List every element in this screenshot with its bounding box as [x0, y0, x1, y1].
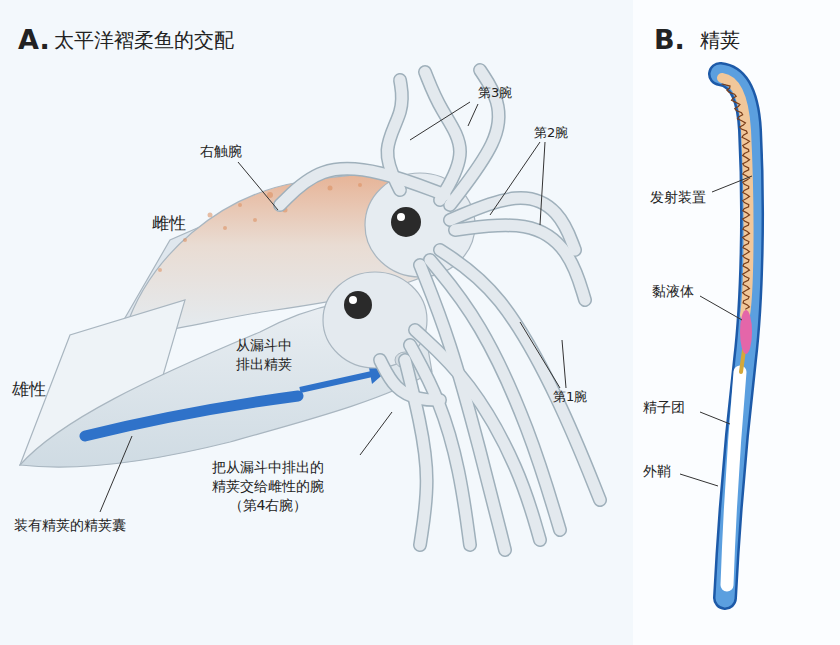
arm	[280, 169, 445, 205]
flow-arrow	[300, 374, 372, 390]
part-label: 装有精荚的精荚囊	[14, 516, 126, 535]
male-eye	[344, 291, 372, 319]
arms	[280, 70, 600, 550]
arm	[405, 360, 427, 545]
female-eye	[391, 207, 421, 237]
arm-outline	[280, 169, 445, 205]
arm	[380, 360, 440, 400]
part-label: 发射装置	[650, 188, 706, 207]
part-label: 从漏斗中 排出精荚	[236, 336, 292, 374]
part-label: 右触腕	[200, 142, 242, 161]
panel-letter: A.	[18, 22, 50, 58]
part-label: 雄性	[12, 378, 46, 401]
arm	[425, 72, 460, 200]
spring-coil	[722, 84, 750, 309]
arm-outline	[425, 72, 460, 200]
part-label: 第1腕	[553, 388, 587, 406]
part-label: 雌性	[152, 212, 186, 235]
part-label: 黏液体	[652, 282, 694, 301]
panel-letter: B.	[654, 22, 685, 58]
spermatophore-sac	[85, 396, 298, 436]
part-label: 把从漏斗中排出的 精荚交给雌性的腕 （第4右腕）	[212, 458, 324, 515]
panel-title: 精荚	[700, 27, 740, 54]
part-label: 第3腕	[478, 84, 512, 102]
leader-lines	[100, 102, 752, 512]
arm	[387, 80, 402, 190]
part-label: 精子团	[643, 398, 685, 417]
female-spots	[158, 180, 393, 273]
panel-title: 太平洋褶柔鱼的交配	[54, 27, 234, 54]
arm	[455, 225, 585, 300]
part-label: 外鞘	[643, 462, 671, 481]
arm	[415, 330, 540, 540]
panel-b-ground	[633, 0, 840, 645]
spermatophore	[720, 74, 752, 598]
part-label: 第2腕	[534, 124, 568, 142]
arm-outline	[405, 360, 427, 545]
